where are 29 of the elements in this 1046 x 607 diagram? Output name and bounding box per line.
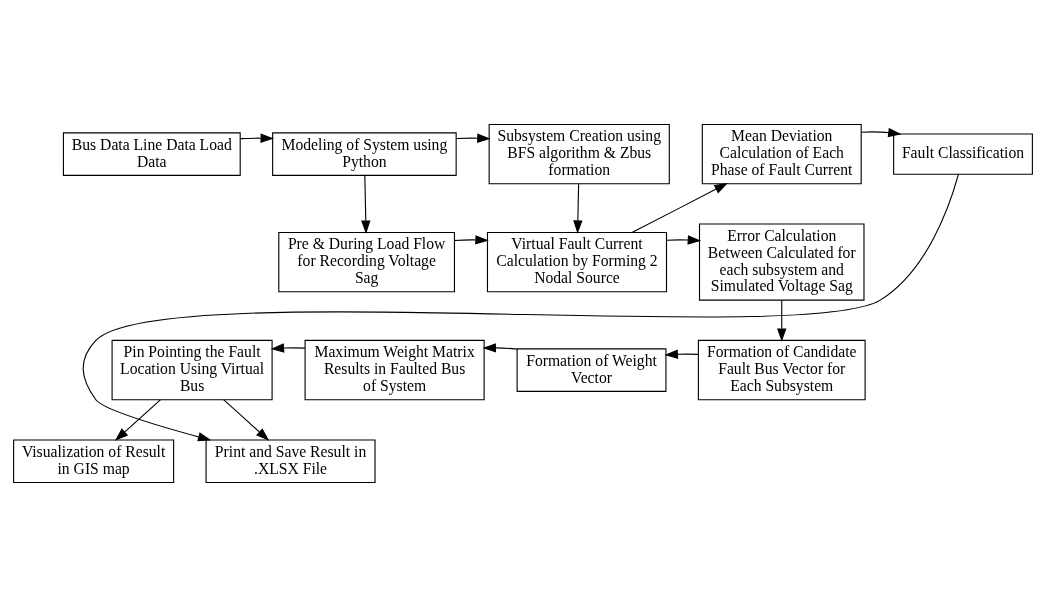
arrow [361,175,371,234]
node-box: Error Calculation Between Calculated for each subsystem and Simulated Voltage Sag [698,223,865,301]
arrow [664,349,699,359]
node-box: Print and Save Result in .XLSX File [205,439,376,484]
node-box: Visualization of Result in GIS map [13,439,175,484]
arrow [82,173,959,442]
arrow [223,399,270,441]
node-box: Fault Classification [893,133,1033,175]
arrow [270,343,306,353]
node-box: Modeling of System using Python [272,132,457,176]
node-box: Pin Pointing the Fault Location Using Virtual Bus [111,339,273,401]
node-box: Bus Data Line Data Load Data [62,132,241,176]
node-box: Virtual Fault Current Calculation by Forming 2 Nodal Source [486,231,668,293]
arrow [777,299,787,342]
arrow [573,183,583,234]
node-box: Formation of Candidate Fault Bus Vector for Each Subsystem [697,339,866,401]
arrow [860,127,902,138]
arrow [114,399,161,441]
node-box: Mean Deviation Calculation of Each Phase of Fault Current [701,123,862,185]
arrow [482,343,518,353]
arrow [454,235,489,245]
node-box: Formation of Weight Vector [516,348,667,392]
arrow [666,235,702,245]
node-box: Maximum Weight Matrix Results in Faulted Bus of System [304,339,485,401]
arrow [631,183,728,233]
node-box: Pre & During Load Flow for Recording Voltage Sag [278,231,456,293]
arrow [239,133,274,143]
arrow [455,133,491,143]
node-box: Subsystem Creation using BFS algorithm & Zbus formation [488,123,670,185]
